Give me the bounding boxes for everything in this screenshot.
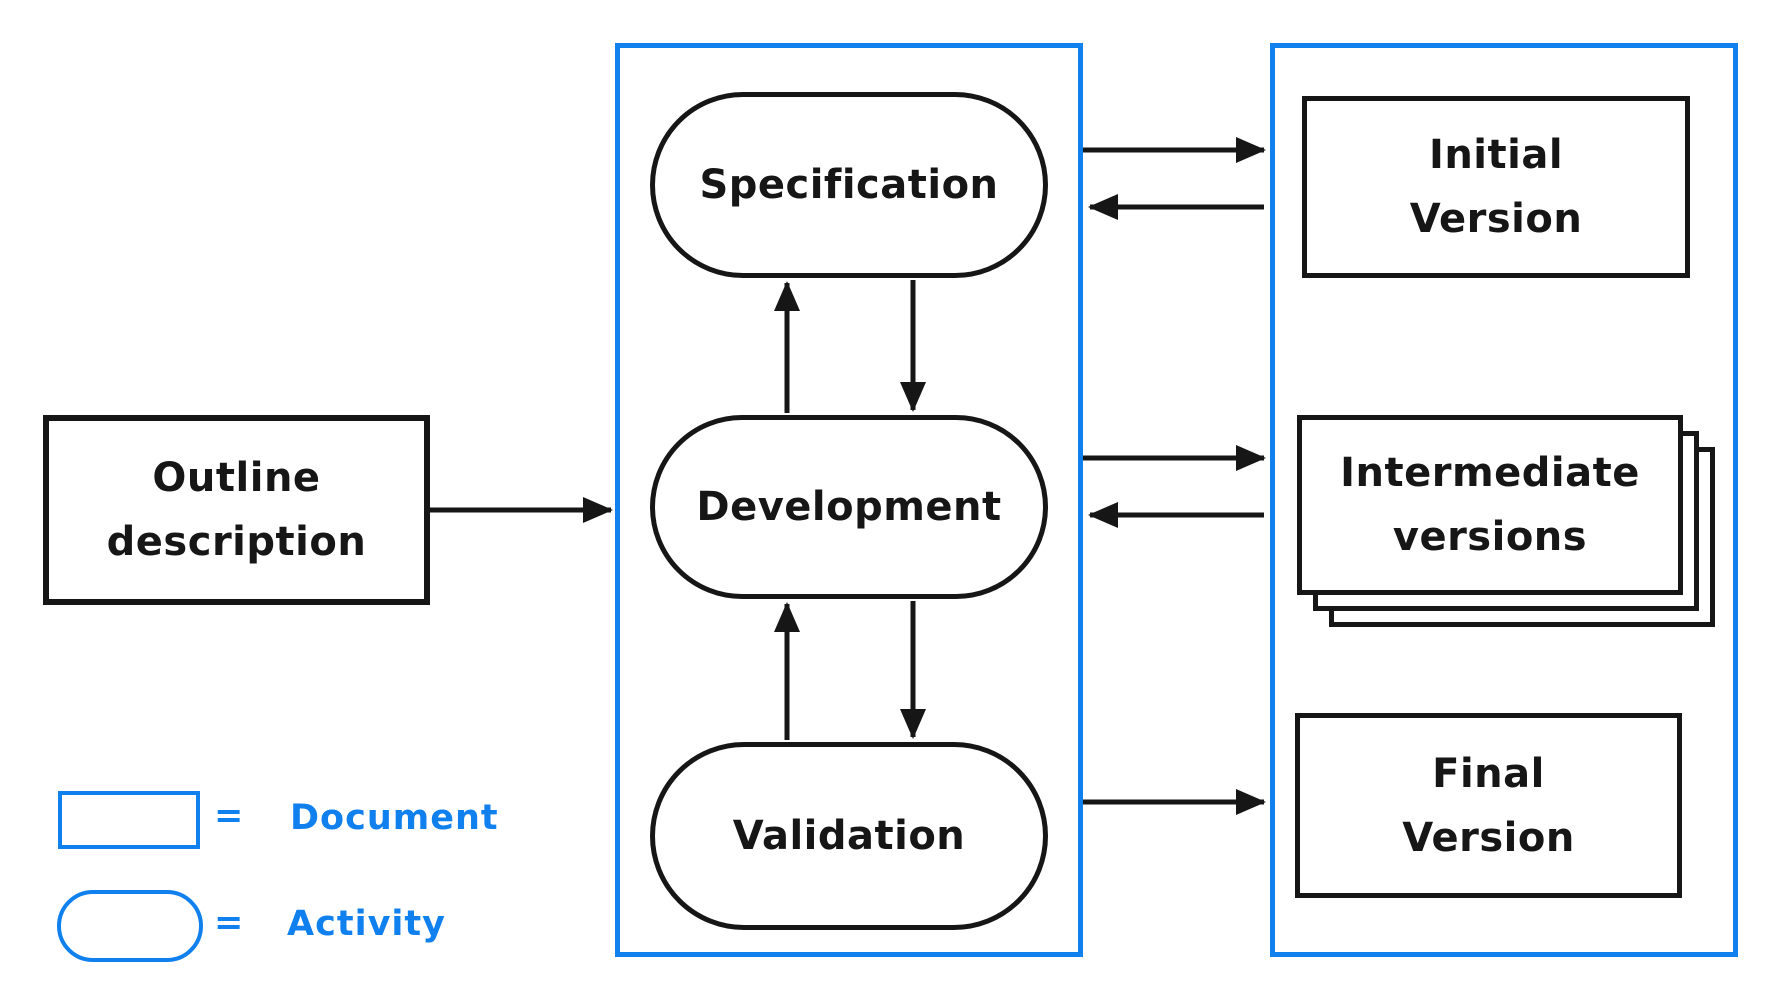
validation-label: Validation (732, 813, 966, 859)
development-label: Development (696, 484, 1002, 530)
legend-activity-shape (57, 890, 203, 962)
legend-activity-label: Activity (287, 904, 446, 944)
versions-frame (1270, 43, 1738, 957)
outline-description-box: Outline description (43, 415, 430, 605)
validation-activity: Validation (650, 742, 1048, 930)
specification-activity: Specification (650, 92, 1048, 278)
activities-frame (615, 43, 1083, 957)
initial-version-box: Initial Version (1302, 96, 1690, 278)
final-version-box: Final Version (1295, 713, 1682, 898)
outline-description-label: Outline description (106, 455, 367, 565)
legend-document-equals: = (214, 796, 245, 836)
legend-document-shape (58, 791, 200, 849)
initial-version-label: Initial Version (1409, 132, 1583, 242)
legend-activity-equals: = (214, 903, 245, 943)
final-version-label: Final Version (1402, 750, 1575, 861)
development-activity: Development (650, 415, 1048, 599)
legend-document-label: Document (290, 798, 499, 838)
intermediate-versions-label: Intermediate versions (1340, 450, 1640, 560)
specification-label: Specification (699, 162, 999, 208)
intermediate-versions-box: Intermediate versions (1297, 415, 1683, 595)
